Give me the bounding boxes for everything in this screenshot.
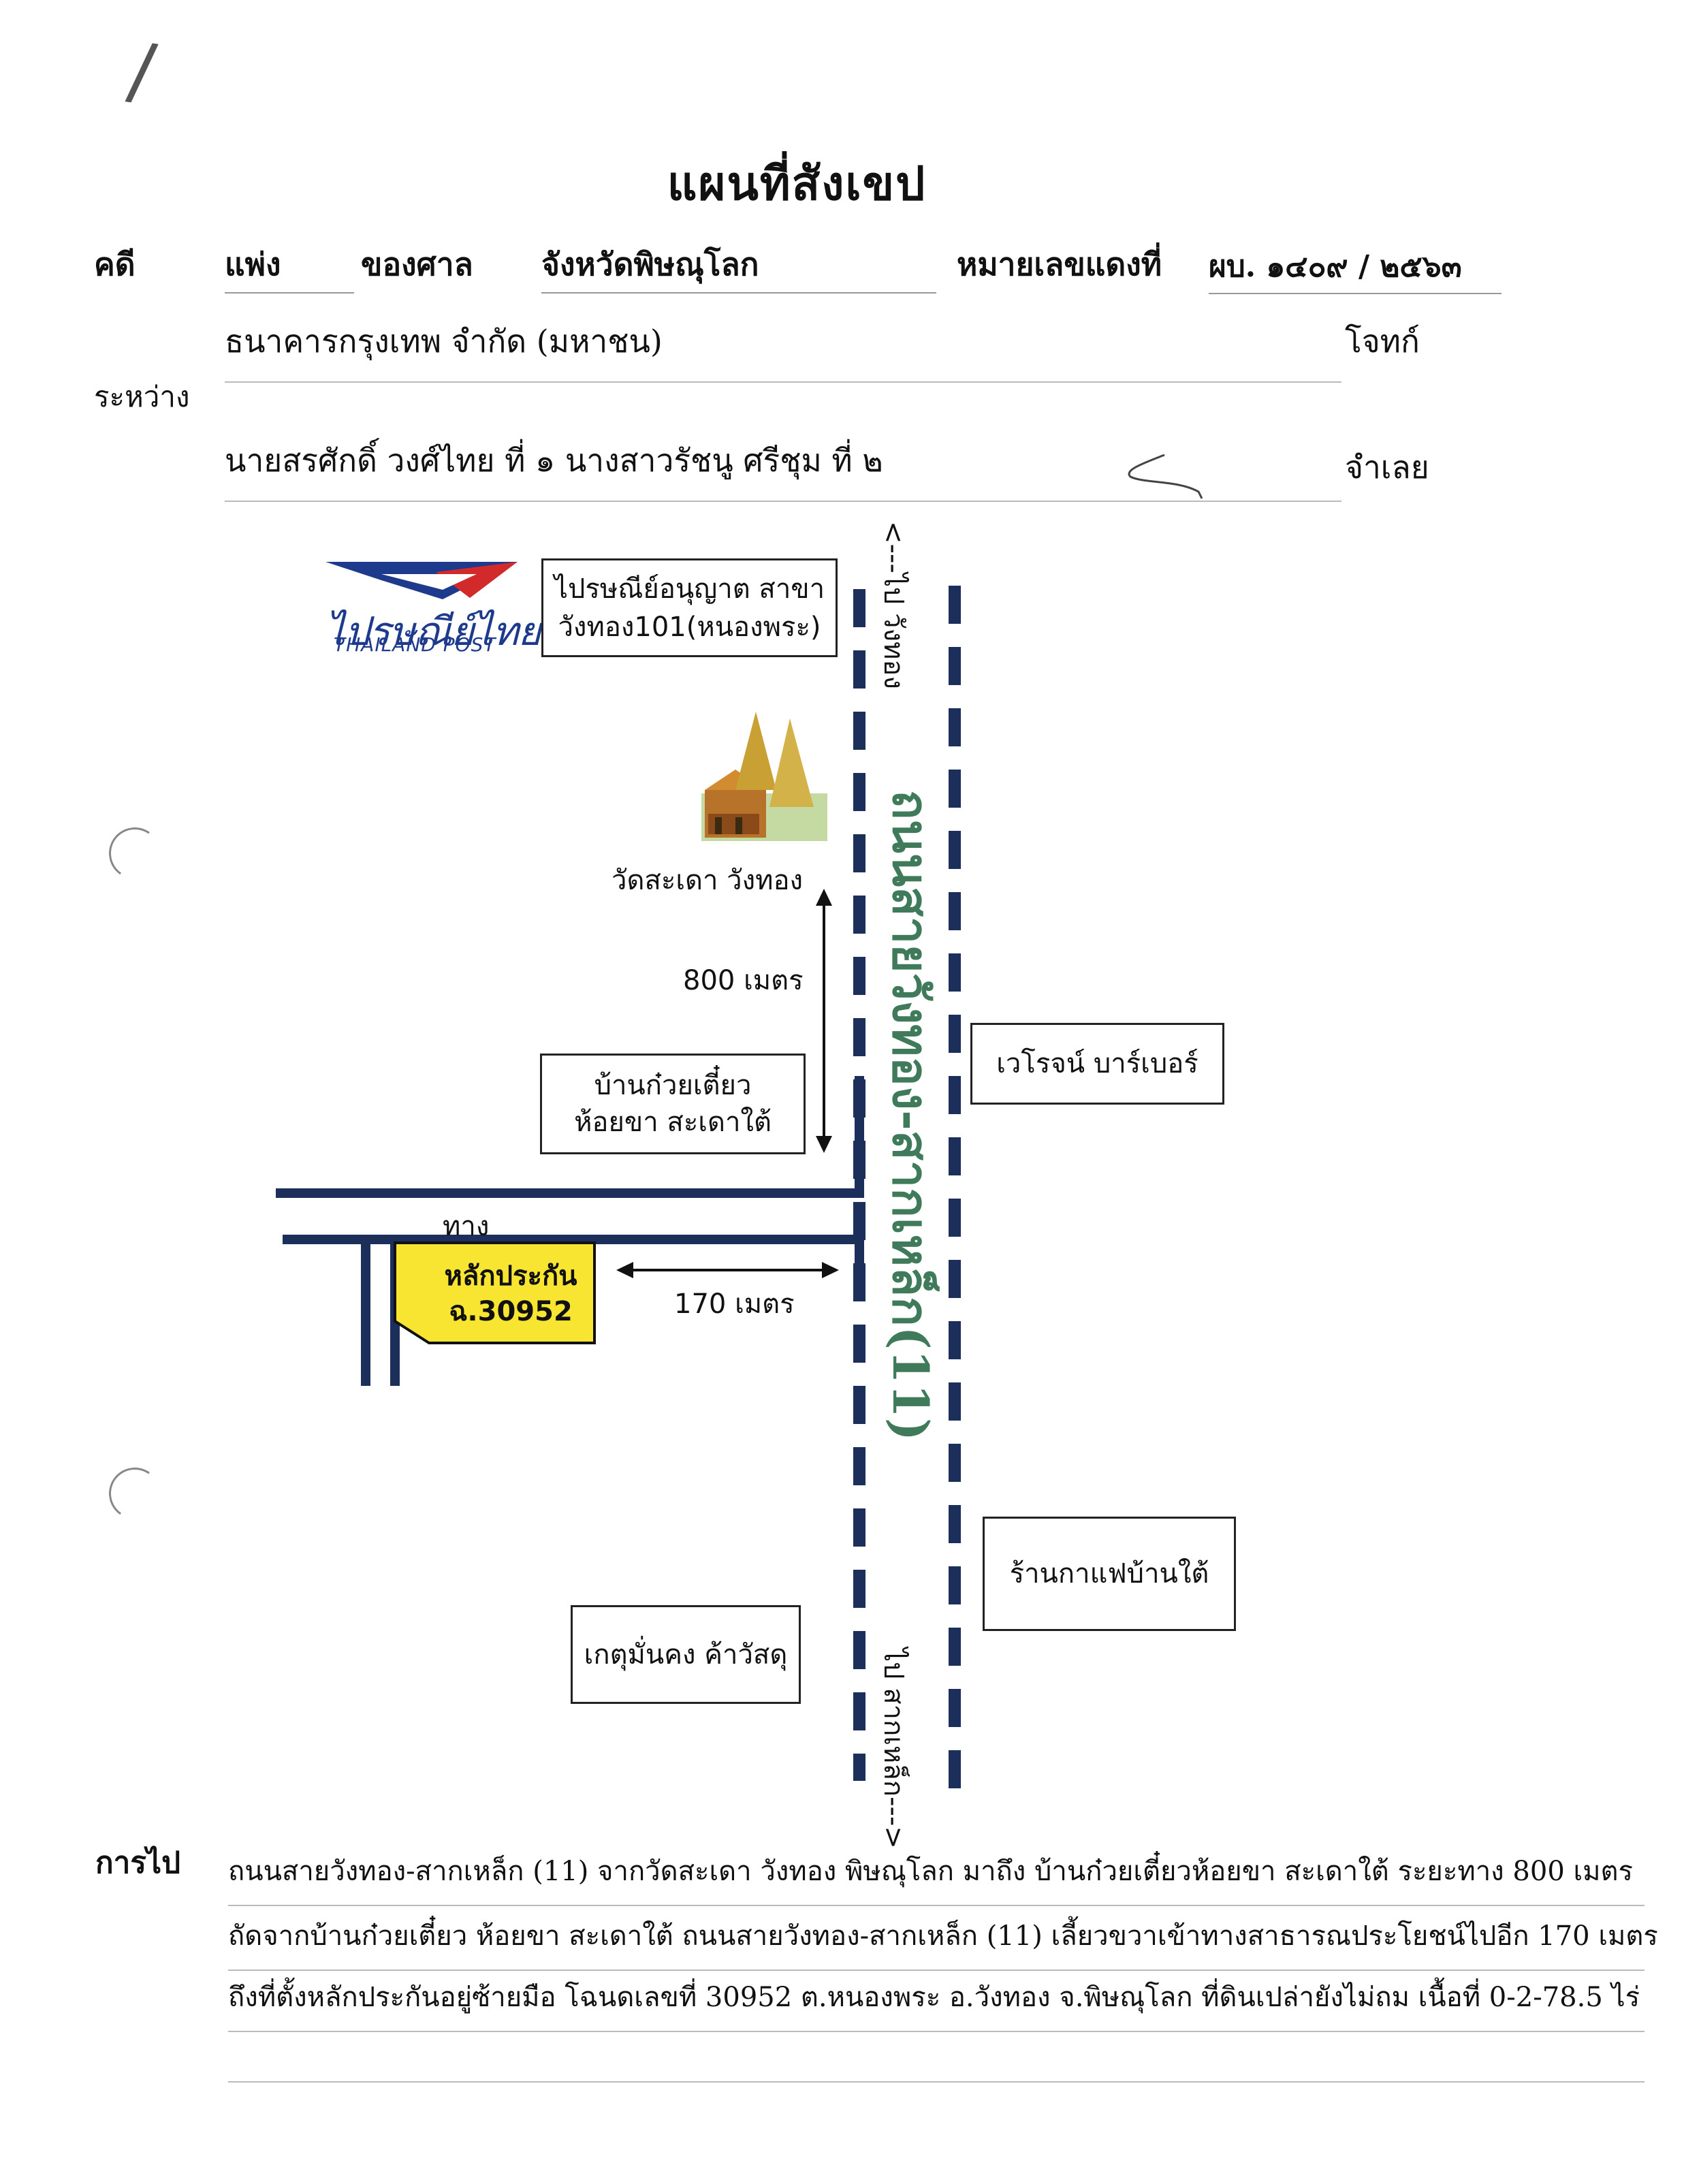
distance-170m: 170 เมตร: [674, 1288, 795, 1320]
directions-line-3: ถึงที่ตั้งหลักประกันอยู่ซ้ายมือ โฉนดเลขท…: [228, 1975, 1645, 2032]
temple-label: วัดสะเดา วังทอง: [611, 865, 804, 896]
collateral-lot: [394, 1241, 596, 1344]
post-office-line1: ไปรษณีย์อนุญาต สาขา: [554, 573, 825, 605]
post-office-line2: วังทอง101(หนองพระ): [558, 611, 821, 643]
arrow-170m-head-left: [616, 1262, 633, 1278]
post-office-box: ไปรษณีย์อนุญาต สาขา วังทอง101(หนองพระ): [541, 558, 838, 657]
coffee-shop-box: ร้านกาแฟบ้านใต้: [983, 1517, 1236, 1631]
temple-illustration: [701, 712, 827, 841]
post-logo-swoosh-red: [436, 562, 518, 598]
coffee-shop-label: ร้านกาแฟบ้านใต้: [1009, 1558, 1209, 1589]
directions-line-2: ถัดจากบ้านก๋วยเตี๋ยว ห้อยขา สะเดาใต้ ถนน…: [228, 1914, 1658, 1971]
between-label: ระหว่าง: [94, 380, 190, 413]
main-road-name: ถนนสายวังทอง-สากเหล็ก(11): [882, 790, 940, 1442]
barber-label: เวโรจน์ บาร์เบอร์: [996, 1048, 1198, 1079]
court-name: จังหวัดพิษณุโลก: [541, 240, 936, 294]
hardware-store-box: เกตุมั่นคง ค้าวัสดุ: [571, 1605, 801, 1704]
collateral-lot-label: หลักประกัน ฉ.30952: [429, 1259, 592, 1329]
noodle-shop-box: บ้านก๋วยเตี๋ยว ห้อยขา สะเดาใต้: [540, 1054, 806, 1154]
post-logo-text-th: ไปรษณีย์ไทย: [325, 608, 541, 654]
red-number-label: หมายเลขแดงที่: [957, 246, 1162, 283]
collateral-lot-line1: หลักประกัน: [444, 1261, 577, 1292]
direction-to-wangthong: <---ไป วังทอง: [878, 521, 909, 689]
red-number: ผบ. ๑๔๐๙ / ๒๕๖๓: [1209, 242, 1502, 294]
noodle-shop-line1: บ้านก๋วยเตี๋ยว: [594, 1070, 752, 1101]
defendant-label: จำเลย: [1345, 449, 1429, 486]
path-label: ทาง: [443, 1211, 490, 1242]
case-type: แพ่ง: [225, 240, 354, 294]
barber-box: เวโรจน์ บาร์เบอร์: [970, 1023, 1224, 1105]
plaintiff-label: โจทก์: [1345, 323, 1420, 360]
collateral-lot-line2: ฉ.30952: [449, 1296, 573, 1327]
arrow-800m-head-top: [816, 889, 832, 906]
arrow-170m-head-right: [822, 1262, 839, 1278]
defendant-name: นายสรศักดิ์ วงศ์ไทย ที่ ๑ นางสาวรัชนู ศร…: [225, 436, 1341, 502]
side-road-upper-edge: [276, 1076, 864, 1198]
page-title: แผนที่สังเขป: [667, 157, 927, 211]
directions-line-1: ถนนสายวังทอง-สากเหล็ก (11) จากวัดสะเดา ว…: [228, 1849, 1645, 1906]
case-label: คดี: [94, 246, 136, 283]
hardware-store-label: เกตุมั่นคง ค้าวัสดุ: [584, 1639, 788, 1671]
directions-label: การไป: [95, 1846, 181, 1880]
noodle-shop-line2: ห้อยขา สะเดาใต้: [574, 1107, 772, 1138]
post-logo-swoosh-white: [381, 574, 477, 590]
distance-800m: 800 เมตร: [683, 965, 804, 996]
post-logo-text-en: THAILAND POST: [334, 633, 496, 656]
directions-line-4: [228, 2036, 1645, 2083]
direction-to-saklek: ไป สากเหล็ก--->: [878, 1648, 909, 1849]
side-road-lower-edge: [283, 1235, 864, 1267]
plaintiff-name: ธนาคารกรุงเทพ จำกัด (มหาชน): [225, 317, 1341, 383]
court-label: ของศาล: [361, 246, 473, 283]
arrow-800m-head-bottom: [816, 1136, 832, 1153]
signature-scribble: [1128, 454, 1203, 499]
